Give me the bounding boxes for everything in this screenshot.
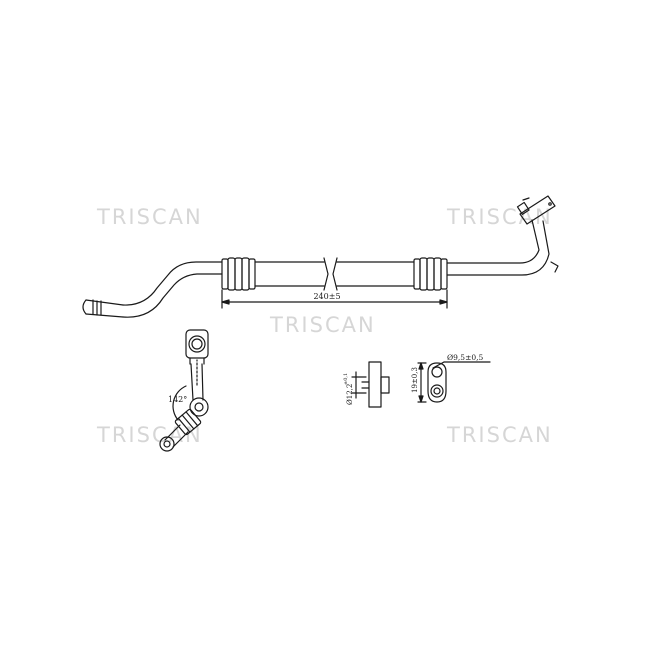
length-dimension bbox=[221, 289, 448, 309]
break-mark-left bbox=[323, 257, 329, 291]
main-hose bbox=[82, 195, 559, 318]
right-flange-fitting bbox=[516, 195, 559, 273]
right-bend-upper bbox=[446, 219, 540, 264]
section-view-b bbox=[417, 361, 491, 403]
angle-label: 142° bbox=[168, 395, 187, 404]
watermark-center: TRISCAN bbox=[270, 313, 376, 337]
watermark-bottom-left: TRISCAN bbox=[97, 423, 203, 447]
left-end-fitting bbox=[82, 299, 124, 318]
left-bend-upper bbox=[122, 261, 223, 306]
left-bend-lower bbox=[122, 273, 223, 318]
right-bend-lower bbox=[446, 220, 550, 276]
break-mark-right bbox=[332, 257, 338, 291]
left-crimp-sleeve bbox=[221, 257, 256, 291]
top-view-upper-fitting bbox=[185, 329, 209, 365]
top-view-lower-fitting bbox=[159, 436, 175, 452]
top-view-hose bbox=[159, 329, 209, 452]
length-label: 240±5 bbox=[313, 292, 340, 301]
diameter-a-label: Ø12,2 bbox=[346, 384, 354, 405]
section-view-a bbox=[351, 361, 390, 408]
width-b-label: 19±0,3 bbox=[411, 367, 419, 393]
watermark-bottom-right: TRISCAN bbox=[447, 423, 553, 447]
angle-arc bbox=[172, 385, 187, 421]
watermark-top-left: TRISCAN bbox=[97, 205, 203, 229]
diameter-b-label: Ø9,5±0,5 bbox=[447, 353, 484, 362]
top-view-crimp bbox=[174, 408, 202, 436]
right-crimp-sleeve bbox=[413, 257, 448, 291]
diameter-a-tolerance: ±0,1 bbox=[343, 373, 349, 385]
